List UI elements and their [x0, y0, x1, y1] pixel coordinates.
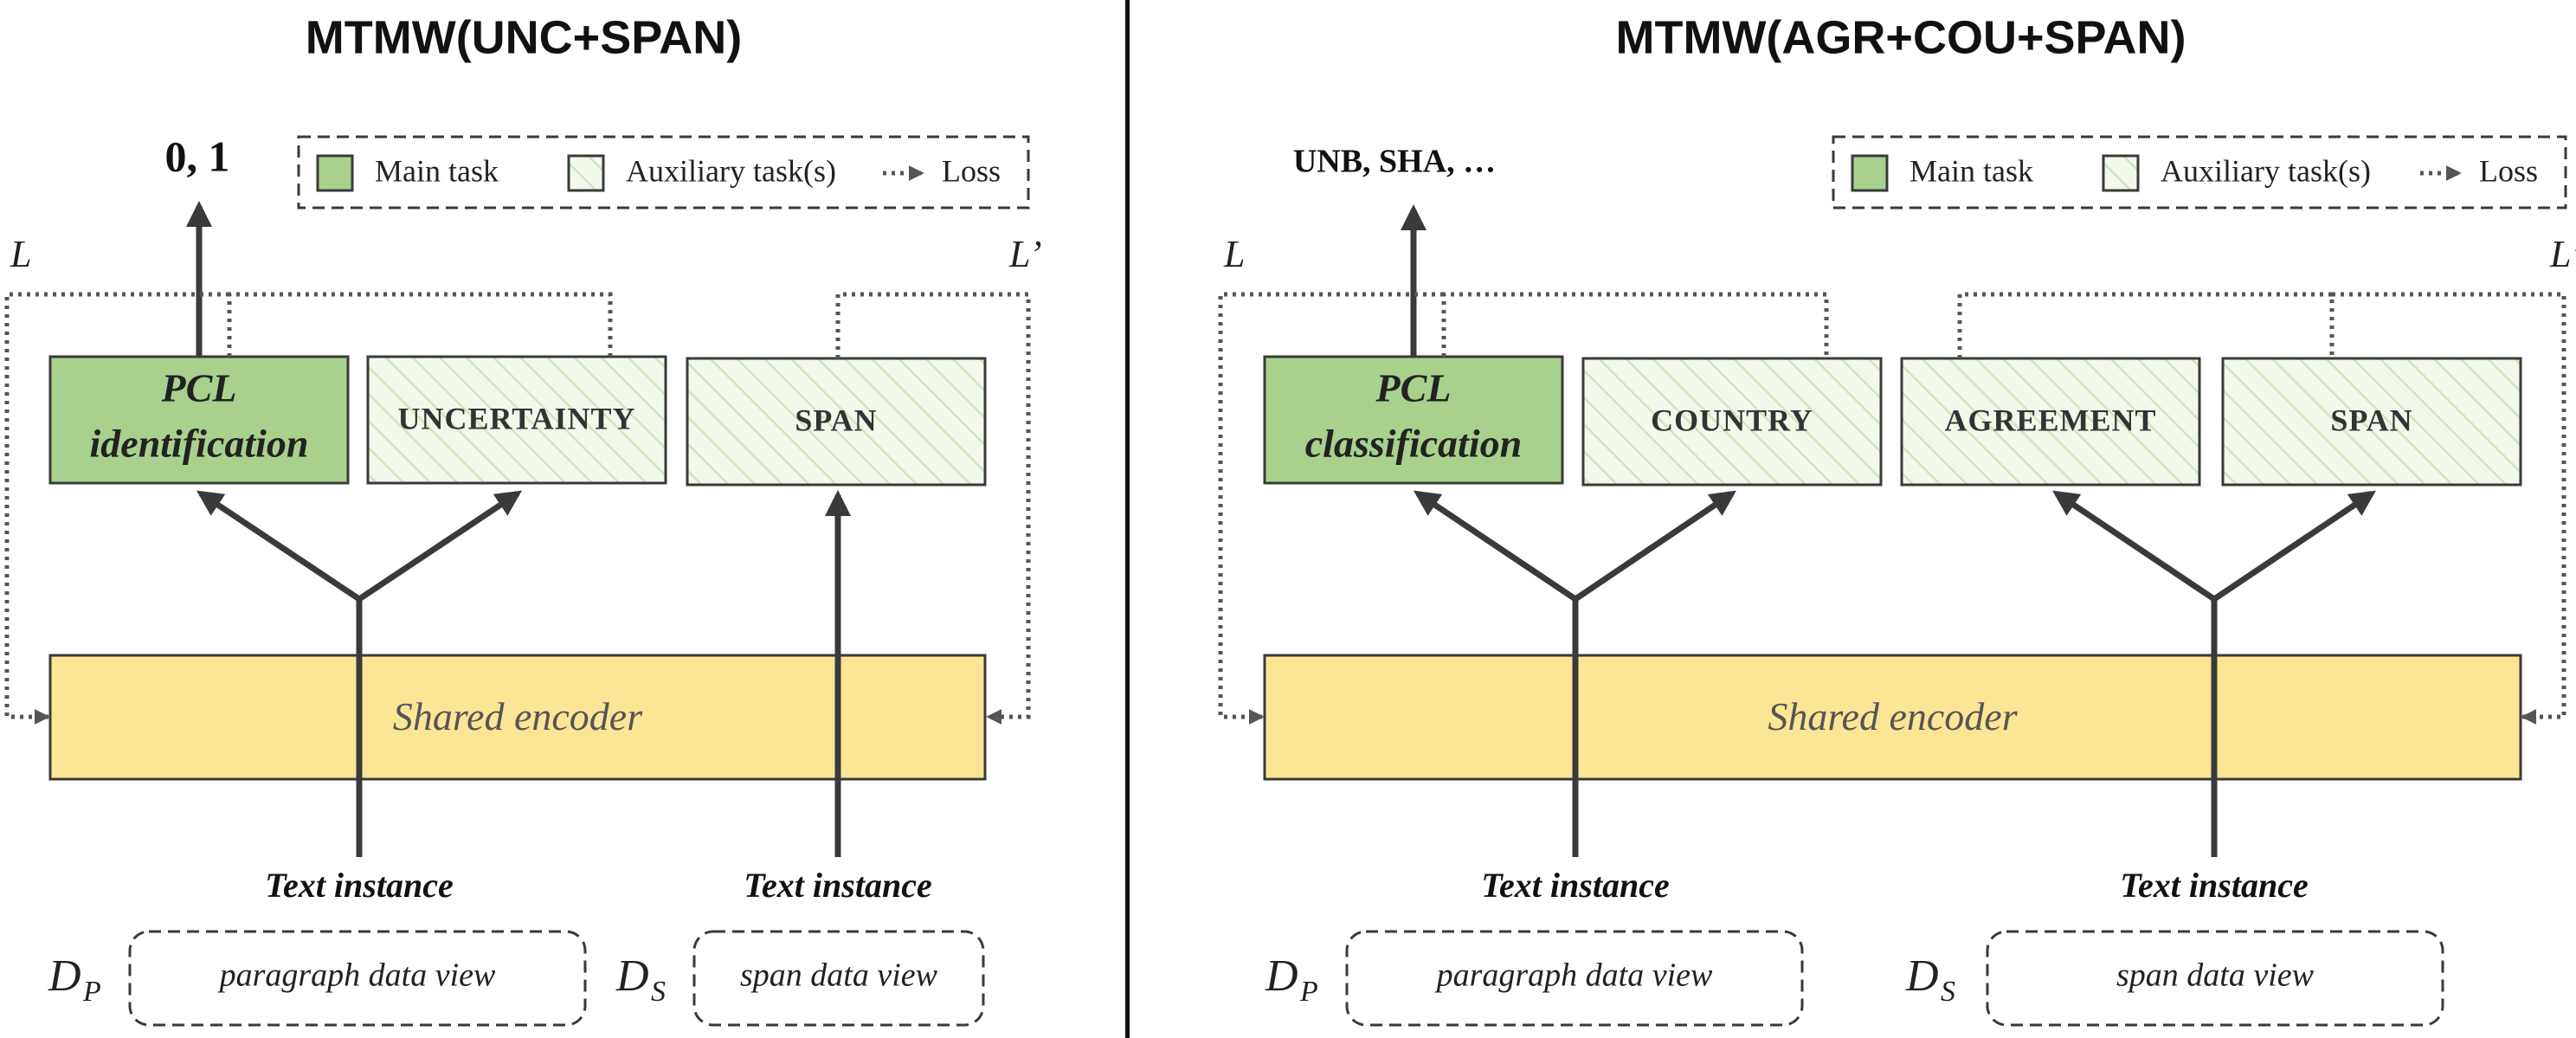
loss-left-label: L — [1223, 233, 1245, 275]
text-instance-label: Text instance — [2120, 866, 2308, 905]
dataset-symbol: D — [1905, 951, 1939, 1001]
legend-box — [297, 135, 1030, 210]
aux-task-label: AGREEMENT — [1944, 403, 2156, 437]
loss-left-label: L — [10, 233, 31, 275]
dataset-subscript: S — [1941, 976, 1955, 1008]
text-instance-label: Text instance — [265, 866, 453, 905]
branch-arrow-aux-3 — [2212, 490, 2376, 602]
main-task-label-line2: identification — [90, 422, 309, 466]
aux-task-label: UNCERTAINTY — [397, 401, 635, 435]
main-task-label-line2: classification — [1305, 422, 1522, 466]
dataset-subscript: P — [82, 976, 101, 1008]
text-instance-label: Text instance — [744, 866, 931, 905]
legend-loss-label: Loss — [2479, 153, 2538, 188]
loss-path-left — [4, 292, 229, 725]
shared-encoder-label: Shared encoder — [1768, 694, 2018, 738]
legend-aux-label: Auxiliary task(s) — [626, 153, 836, 188]
aux-task-box — [1581, 357, 1883, 487]
data-view-label: span data view — [2116, 957, 2315, 994]
aux-task-label: SPAN — [2330, 403, 2412, 437]
panel-title: MTMW(UNC+SPAN) — [306, 11, 742, 63]
legend-box — [1832, 135, 2567, 210]
legend-loss-label: Loss — [942, 153, 1001, 188]
dataset-subscript: P — [1299, 976, 1318, 1008]
loss-connector-left — [227, 292, 613, 357]
aux-task-label: COUNTRY — [1651, 403, 1813, 437]
dataset-subscript: S — [651, 976, 666, 1008]
main-task-swatch — [316, 154, 354, 192]
loss-connector-left — [1441, 292, 1829, 358]
dataset-symbol: D — [615, 951, 649, 1001]
aux-task-swatch — [2102, 154, 2140, 192]
branch-arrow-main — [196, 490, 361, 602]
panel-divider — [1125, 0, 1130, 1038]
dataset-symbol: D — [1265, 951, 1298, 1001]
dataset-symbol: D — [48, 951, 81, 1001]
aux-task-box — [366, 355, 667, 485]
data-view-label: span data view — [740, 957, 938, 994]
aux-task-box — [686, 357, 987, 487]
panel-title: MTMW(AGR+COU+SPAN) — [1616, 11, 2186, 63]
data-view-label: paragraph data view — [1434, 957, 1713, 994]
data-view-label: paragraph data view — [217, 957, 496, 994]
main-task-label-line1: PCL — [161, 366, 237, 410]
loss-path-right — [2332, 292, 2566, 725]
aux-task-box — [1900, 357, 2201, 487]
shared-encoder-box — [1263, 654, 2522, 781]
main-task-label-line1: PCL — [1375, 366, 1452, 410]
loss-right-label: L’ — [2549, 233, 2576, 275]
shared-encoder-label: Shared encoder — [393, 694, 643, 738]
branch-arrow-main — [1414, 490, 1577, 602]
text-instance-label: Text instance — [1481, 866, 1669, 905]
branch-arrow-aux-2 — [2052, 490, 2216, 602]
loss-right-label: L’ — [1008, 233, 1042, 275]
aux-task-label: SPAN — [795, 403, 877, 437]
output-label: UNB, SHA, … — [1293, 144, 1496, 180]
loss-path-right — [835, 292, 1031, 725]
aux-task-box — [2221, 357, 2522, 487]
shared-encoder-box — [48, 654, 987, 781]
loss-connector-right — [1957, 292, 2334, 358]
main-task-box — [1263, 355, 1564, 485]
branch-arrow-aux — [1574, 490, 1736, 602]
legend-main-label: Main task — [1909, 153, 2033, 188]
legend-main-label: Main task — [375, 153, 499, 188]
loss-path-left — [1218, 292, 1444, 725]
data-view-box — [692, 930, 985, 1027]
legend-aux-label: Auxiliary task(s) — [2161, 153, 2371, 188]
branch-arrow-aux — [357, 490, 522, 602]
main-task-swatch — [1851, 154, 1889, 192]
output-label: 0, 1 — [165, 132, 230, 180]
aux-task-swatch — [567, 154, 605, 192]
